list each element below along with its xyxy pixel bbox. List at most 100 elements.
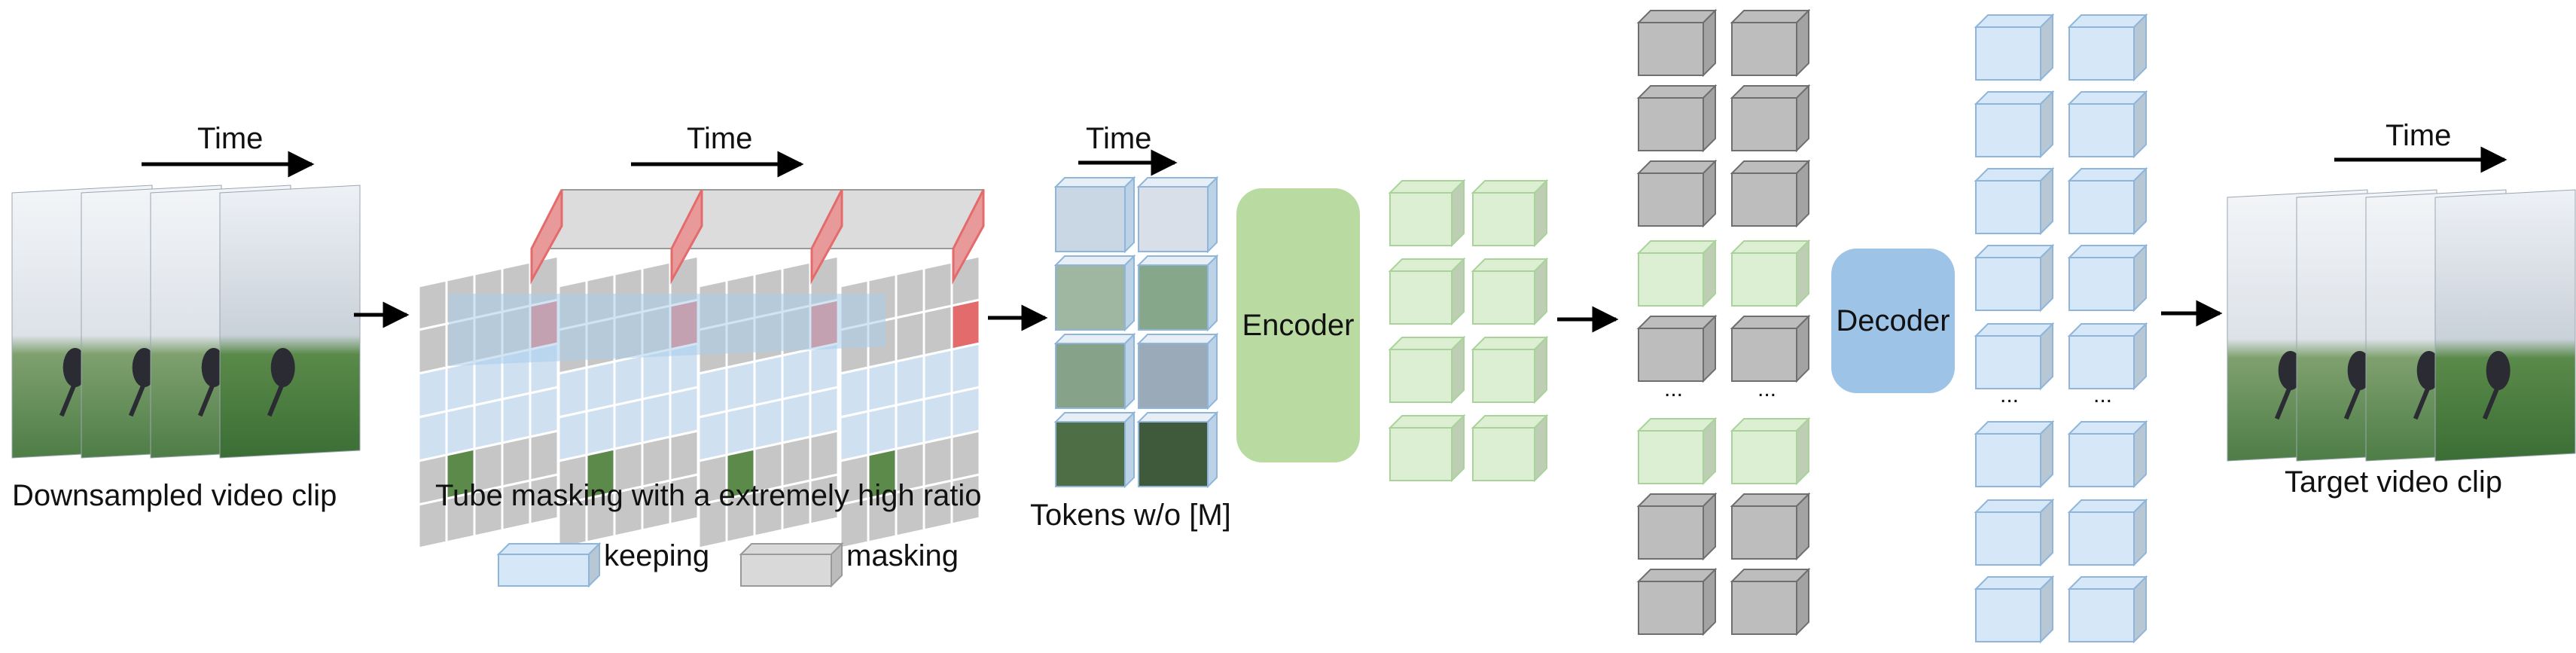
ellipsis-decoded-right: ... (2093, 383, 2113, 407)
mask-cell-3-2-3 (781, 348, 812, 401)
token-cube-2-2-top (1136, 255, 1219, 266)
sequence-cube-2-1-side (1703, 84, 1716, 153)
decoded-cube-5-2 (2067, 322, 2148, 391)
token-cube-3-2 (1136, 332, 1219, 410)
decoded-cube-4-2 (2067, 243, 2148, 313)
encoded-cube-4-1 (1388, 413, 1466, 483)
token-cube-1-1 (1053, 175, 1136, 254)
decoded-cube-7-1-top (1974, 499, 2055, 513)
sequence-cube-3-2 (1730, 159, 1811, 228)
token-cube-3-2-top (1136, 334, 1219, 344)
token-cube-4-1-side (1124, 410, 1135, 489)
input-frame-4 (219, 185, 361, 459)
decoded-cube-7-2-side (2133, 498, 2147, 567)
mask-cell-4-1-2 (895, 310, 925, 363)
legend-keeping-swatch-top (496, 543, 602, 555)
mask-cell-1-4-4 (529, 429, 559, 482)
mask-cell-2-3-0 (557, 410, 588, 462)
token-cube-4-1 (1053, 410, 1136, 489)
mask-cell-4-2-2 (895, 354, 925, 407)
decoded-cube-3-2-top (2067, 168, 2148, 182)
encoded-cube-3-1-side (1451, 335, 1465, 404)
time-label-target: Time (2385, 119, 2452, 152)
sequence-cube-3-1-side (1703, 159, 1716, 228)
ellipsis-encoded-right: ... (1757, 377, 1777, 401)
sequence-cube-3-1-front (1638, 172, 1704, 227)
mask-cell-1-0-0 (417, 279, 448, 331)
decoded-cube-6-1-top (1974, 421, 2055, 435)
target-frame-4-figure (2486, 351, 2510, 390)
mask-cell-4-2-3 (922, 348, 953, 401)
mask-cell-2-4-4 (669, 429, 700, 482)
sequence-cube-8-1 (1636, 567, 1718, 636)
decoded-cube-4-1 (1974, 243, 2055, 313)
mask-cell-3-5-4 (809, 473, 840, 526)
decoded-cube-6-2-side (2133, 420, 2147, 489)
input-caption: Downsampled video clip (12, 479, 337, 512)
sequence-cube-8-1-front (1638, 581, 1704, 635)
mask-cell-3-2-1 (725, 360, 756, 413)
encoded-cube-2-2-side (1534, 257, 1547, 326)
token-cube-2-1-top (1053, 255, 1136, 266)
sequence-cube-4-1-side (1703, 239, 1716, 308)
encoded-cube-1-1-side (1451, 179, 1465, 248)
sequence-cube-1-1-front (1638, 22, 1704, 76)
target-caption: Target video clip (2285, 465, 2503, 499)
token-cube-4-2 (1136, 410, 1219, 489)
ellipsis-decoded-left: ... (2000, 383, 2020, 407)
legend-keeping-label: keeping (604, 539, 710, 572)
decoded-cube-5-2-front (2068, 335, 2135, 389)
decoded-cube-5-1-front (1975, 335, 2041, 389)
token-cube-3-1-top (1053, 334, 1136, 344)
mask-cell-3-3-2 (753, 398, 784, 450)
sequence-cube-7-1-top (1636, 493, 1718, 507)
sequence-cube-6-1-side (1703, 417, 1716, 486)
decoded-cube-8-2-side (2133, 575, 2147, 644)
decoded-cube-4-2-side (2133, 243, 2147, 313)
encoded-cube-1-1 (1388, 179, 1466, 248)
sequence-cube-5-1 (1636, 314, 1718, 383)
sequence-cube-7-1-side (1703, 492, 1716, 561)
decoded-cube-4-2-top (2067, 245, 2148, 258)
mask-cell-1-3-0 (417, 410, 448, 462)
sequence-cube-4-1-top (1636, 240, 1718, 254)
mask-cell-2-3-1 (585, 404, 616, 456)
decoder-label: Decoder (1836, 304, 1950, 337)
decoded-cube-4-2-front (2068, 257, 2135, 311)
mask-tube-red-2 (670, 189, 703, 285)
mask-cell-4-3-0 (839, 410, 870, 462)
token-cube-1-2-front (1138, 186, 1209, 252)
encoded-cube-2-2-front (1472, 270, 1535, 325)
decoded-cube-2-1-top (1974, 91, 2055, 105)
token-cube-1-1-top (1053, 177, 1136, 188)
mask-cell-2-2-2 (613, 354, 644, 407)
mask-tube-red-4 (952, 189, 985, 285)
sequence-cube-8-2-side (1796, 567, 1809, 636)
sequence-cube-2-2-front (1731, 97, 1797, 151)
decoded-cube-4-1-top (1974, 245, 2055, 258)
sequence-cube-4-2-front (1731, 252, 1797, 307)
encoded-cube-3-1-front (1389, 349, 1453, 403)
legend-masking-label: masking (846, 539, 959, 572)
time-label-masking: Time (687, 122, 753, 155)
encoded-cube-3-2 (1471, 335, 1549, 404)
decoded-cube-7-1-front (1975, 511, 2041, 566)
decoded-cube-6-2 (2067, 420, 2148, 489)
token-cube-3-2-front (1138, 343, 1209, 409)
token-cube-1-2-top (1136, 177, 1219, 188)
decoded-cube-7-2-front (2068, 511, 2135, 566)
encoded-cube-1-2-side (1534, 179, 1547, 248)
token-cube-1-1-front (1055, 186, 1126, 252)
sequence-cube-2-1-front (1638, 97, 1704, 151)
mask-tube-red-1 (530, 189, 563, 285)
decoded-cube-2-2-side (2133, 90, 2147, 159)
decoded-cube-8-2-top (2067, 576, 2148, 590)
mask-cell-3-2-4 (809, 342, 840, 395)
mask-cell-1-2-1 (445, 360, 476, 413)
sequence-cube-2-2 (1730, 84, 1811, 153)
sequence-cube-8-2-front (1731, 581, 1797, 635)
tokens-caption: Tokens w/o [M] (1030, 499, 1231, 532)
decoded-cube-1-1 (1974, 13, 2055, 82)
token-cube-4-1-front (1055, 421, 1126, 487)
mask-tube-gray (530, 189, 985, 249)
